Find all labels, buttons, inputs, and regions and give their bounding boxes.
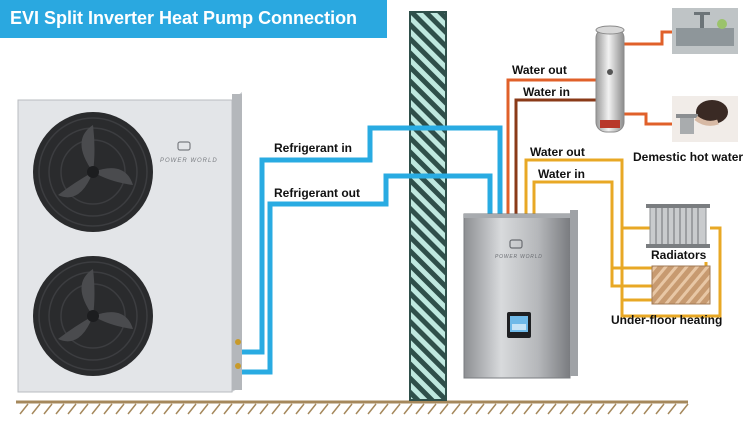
underfloor-heating-label: Under-floor heating	[611, 313, 723, 327]
tank-water-in-label: Water in	[523, 85, 570, 99]
tank-water-out-label: Water out	[512, 63, 567, 77]
refrigerant-out-label: Refrigerant out	[274, 186, 361, 200]
title-banner: EVI Split Inverter Heat Pump Connection	[0, 0, 387, 38]
power-world-logo-icon: POWER WORLD	[160, 141, 218, 164]
refrigerant-in-pipe	[242, 125, 503, 355]
refrigerant-pipes	[242, 125, 503, 375]
diagram-title: EVI Split Inverter Heat Pump Connection	[10, 8, 358, 28]
outdoor-unit: POWER WORLD	[17, 92, 242, 393]
power-world-logo-icon: POWER WORLD	[495, 239, 543, 260]
tank-water-out-pipe	[506, 78, 596, 214]
floor-heating-icon	[651, 265, 711, 305]
refrigerant-out-pipe	[242, 173, 493, 375]
refrigerant-in-label: Refrigerant in	[274, 141, 353, 155]
touchscreen-icon	[507, 312, 531, 338]
indoor-brand-text: POWER WORLD	[495, 254, 543, 260]
heating-water-out-label: Water out	[530, 145, 585, 159]
domestic-hot-water-label: Demestic hot water	[633, 150, 744, 164]
indoor-unit: POWER WORLD	[463, 210, 578, 379]
radiators-label: Radiators	[651, 248, 707, 262]
sink-icon	[672, 8, 738, 54]
hot-water-tank	[595, 25, 625, 133]
outdoor-brand-text: POWER WORLD	[160, 158, 218, 164]
fan-icon	[33, 112, 153, 232]
tank-water-in-pipe	[514, 98, 596, 214]
tank-to-faucet-pipe	[624, 112, 672, 126]
faucet-icon	[672, 96, 738, 142]
heating-water-in-label: Water in	[538, 167, 585, 181]
building-wall	[409, 11, 447, 401]
radiator-icon	[646, 204, 710, 248]
ground	[16, 400, 689, 415]
fan-icon	[33, 256, 153, 376]
tank-to-sink-pipe	[624, 30, 672, 46]
